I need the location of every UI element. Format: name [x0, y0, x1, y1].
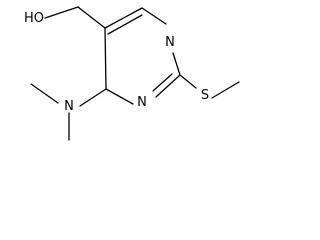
bond-s-ch3 [211, 81, 240, 99]
bond-n1-c2 [172, 52, 181, 76]
ring-nitrogen-top-label: N [165, 35, 175, 50]
bond-layer [30, 6, 240, 141]
bond-c4-namine [79, 88, 107, 107]
structure-canvas: HO N N N S [23, 6, 240, 141]
bond-c2-s [179, 74, 197, 89]
chemical-structure-diagram: HO N N N S [24, 6, 240, 141]
bond-c2-n3-double [152, 73, 173, 92]
hydroxyl-label: HO [24, 11, 44, 26]
bond-c6-n1 [141, 7, 167, 25]
bond-c4-c5 [104, 27, 107, 90]
bond-o-ch2 [44, 6, 79, 19]
bond-n3-c4 [105, 88, 134, 105]
bond-c5-c6 [104, 7, 143, 29]
ring-nitrogen-bottom-label: N [137, 95, 147, 110]
bond-ch2-c5 [77, 6, 106, 29]
bond-c5-c6-double [107, 14, 143, 35]
bond-namine-ch3-left [30, 83, 59, 104]
sulfur-label: S [201, 88, 209, 103]
bond-c2-n3 [155, 74, 181, 98]
amine-nitrogen-label: N [64, 99, 74, 114]
